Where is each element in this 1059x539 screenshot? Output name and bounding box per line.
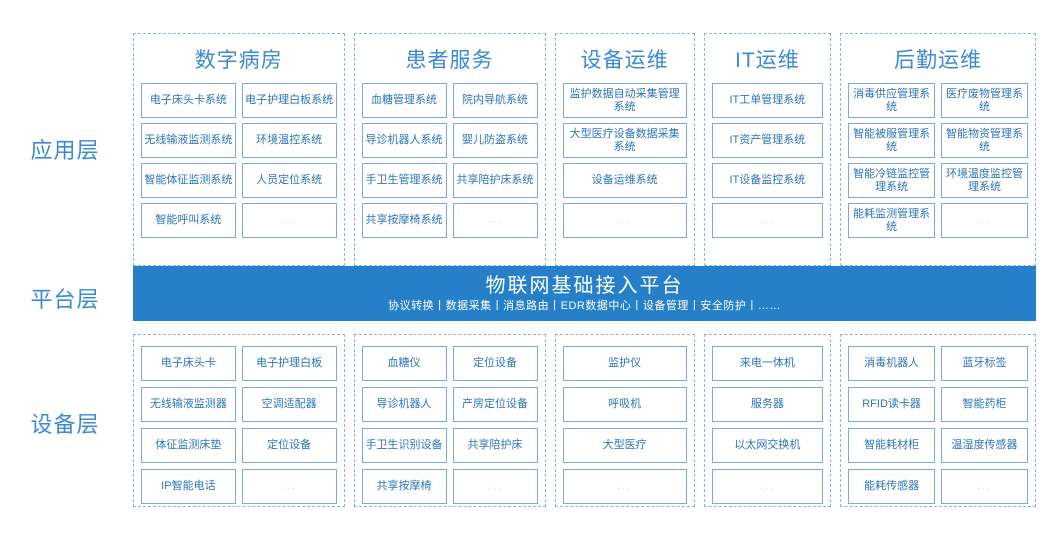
application-item[interactable]: 智能体征监测系统 [141,163,236,198]
application-item[interactable]: 大型医疗设备数据采集系统 [562,123,687,158]
application-item[interactable]: 电子床头卡系统 [141,83,236,118]
device-item[interactable]: 呼吸机 [562,387,687,422]
application-item[interactable]: 智能冷链监控管理系统 [848,163,936,198]
application-layer: 数字病房电子床头卡系统电子护理白板系统无线输液监测系统环境温控系统智能体征监测系… [133,33,1036,266]
application-item[interactable]: IT工单管理系统 [711,83,824,118]
application-item[interactable]: 能耗监测管理系统 [848,203,936,238]
layer-label-application: 应用层 [30,138,100,163]
device-item[interactable]: 手卫生识别设备 [361,428,447,463]
device-item[interactable]: 大型医疗 [562,428,687,463]
device-item[interactable]: 导诊机器人 [361,387,447,422]
device-item[interactable]: 共享陪护床 [452,428,538,463]
platform-subtitle: 协议转换丨数据采集丨消息路由丨EDR数据中心丨设备管理丨安全防护丨…… [388,300,781,312]
application-item[interactable]: 血糖管理系统 [361,83,447,118]
device-column-grid: 监护仪呼吸机大型医疗... [562,346,687,504]
application-item[interactable]: IT资产管理系统 [711,123,824,158]
device-more-placeholder[interactable]: ... [941,469,1028,504]
application-item[interactable]: 导诊机器人系统 [361,123,447,158]
application-item[interactable]: 电子护理白板系统 [241,83,337,118]
device-more-placeholder[interactable]: ... [711,469,824,504]
application-item[interactable]: 医疗废物管理系统 [941,83,1028,118]
device-item[interactable]: 监护仪 [562,346,687,381]
application-column-title: 患者服务 [405,49,494,72]
device-item[interactable]: 以太网交换机 [711,428,824,463]
application-column-title: 数字病房 [194,49,283,72]
application-column-grid: 电子床头卡系统电子护理白板系统无线输液监测系统环境温控系统智能体征监测系统人员定… [141,83,337,238]
device-item[interactable]: 温湿度传感器 [941,428,1028,463]
application-item[interactable]: 无线输液监测系统 [141,123,236,158]
device-column-3: 监护仪呼吸机大型医疗... [554,334,695,507]
application-more-placeholder[interactable]: ... [241,203,337,238]
device-item[interactable]: 血糖仪 [361,346,447,381]
application-column-grid: 血糖管理系统院内导航系统导诊机器人系统婴儿防盗系统手卫生管理系统共享陪护床系统共… [361,83,538,238]
application-column-title: 后勤运维 [894,49,983,72]
device-item[interactable]: 服务器 [711,387,824,422]
device-item[interactable]: 产房定位设备 [452,387,538,422]
application-column-grid: 监护数据自动采集管理系统大型医疗设备数据采集系统设备运维系统... [562,83,687,238]
device-item[interactable]: 来电一体机 [711,346,824,381]
device-item[interactable]: 体征监测床垫 [141,428,236,463]
application-column-3: 设备运维监护数据自动采集管理系统大型医疗设备数据采集系统设备运维系统... [554,33,695,266]
device-item[interactable]: 智能药柜 [941,387,1028,422]
platform-title: 物联网基础接入平台 [485,275,684,297]
device-column-2: 血糖仪定位设备导诊机器人产房定位设备手卫生识别设备共享陪护床共享按摩椅... [353,334,546,507]
application-column-5: 后勤运维消毒供应管理系统医疗废物管理系统智能被服管理系统智能物资管理系统智能冷链… [840,33,1036,266]
application-column-title: IT运维 [735,49,800,72]
application-item[interactable]: 设备运维系统 [562,163,687,198]
device-column-4: 来电一体机服务器以太网交换机... [703,334,832,507]
device-item[interactable]: 定位设备 [452,346,538,381]
application-column-title: 设备运维 [580,49,669,72]
application-more-placeholder[interactable]: ... [711,203,824,238]
application-item[interactable]: 环境温度监控管理系统 [941,163,1028,198]
device-more-placeholder[interactable]: ... [452,469,538,504]
device-item[interactable]: 定位设备 [241,428,337,463]
application-more-placeholder[interactable]: ... [562,203,687,238]
device-more-placeholder[interactable]: ... [562,469,687,504]
application-column-2: 患者服务血糖管理系统院内导航系统导诊机器人系统婴儿防盗系统手卫生管理系统共享陪护… [353,33,546,266]
application-column-4: IT运维 IT工单管理系统 IT资产管理系统 IT设备监控系统... [703,33,832,266]
application-item[interactable]: 婴儿防盗系统 [452,123,538,158]
device-item[interactable]: IP智能电话 [141,469,236,504]
application-column-1: 数字病房电子床头卡系统电子护理白板系统无线输液监测系统环境温控系统智能体征监测系… [133,33,345,266]
application-item[interactable]: 人员定位系统 [241,163,337,198]
device-item[interactable]: 空调适配器 [241,387,337,422]
application-more-placeholder[interactable]: ... [452,203,538,238]
device-item[interactable]: 智能耗材柜 [848,428,936,463]
layer-label-device: 设备层 [30,412,100,437]
application-item[interactable]: 共享按摩椅系统 [361,203,447,238]
device-item[interactable]: 无线输液监测器 [141,387,236,422]
device-item[interactable]: 电子床头卡 [141,346,236,381]
application-column-grid: IT工单管理系统 IT资产管理系统 IT设备监控系统... [711,83,824,238]
device-column-grid: 来电一体机服务器以太网交换机... [711,346,824,504]
device-item[interactable]: RFID读卡器 [848,387,936,422]
device-column-grid: 血糖仪定位设备导诊机器人产房定位设备手卫生识别设备共享陪护床共享按摩椅... [361,346,538,504]
application-item[interactable]: 智能物资管理系统 [941,123,1028,158]
device-item[interactable]: 能耗传感器 [848,469,936,504]
application-item[interactable]: 监护数据自动采集管理系统 [562,83,687,118]
platform-band: 物联网基础接入平台 协议转换丨数据采集丨消息路由丨EDR数据中心丨设备管理丨安全… [133,266,1036,321]
device-more-placeholder[interactable]: ... [241,469,337,504]
application-item[interactable]: 院内导航系统 [452,83,538,118]
application-item[interactable]: 环境温控系统 [241,123,337,158]
application-item[interactable]: 共享陪护床系统 [452,163,538,198]
application-item[interactable]: 消毒供应管理系统 [848,83,936,118]
device-item[interactable]: 共享按摩椅 [361,469,447,504]
application-item[interactable]: 智能被服管理系统 [848,123,936,158]
device-item[interactable]: 电子护理白板 [241,346,337,381]
application-item[interactable]: IT设备监控系统 [711,163,824,198]
application-item[interactable]: 手卫生管理系统 [361,163,447,198]
device-item[interactable]: 蓝牙标签 [941,346,1028,381]
layer-label-platform: 平台层 [30,287,100,312]
application-column-grid: 消毒供应管理系统医疗废物管理系统智能被服管理系统智能物资管理系统智能冷链监控管理… [848,83,1028,238]
application-item[interactable]: 智能呼叫系统 [141,203,236,238]
application-more-placeholder[interactable]: ... [941,203,1028,238]
device-item[interactable]: 消毒机器人 [848,346,936,381]
